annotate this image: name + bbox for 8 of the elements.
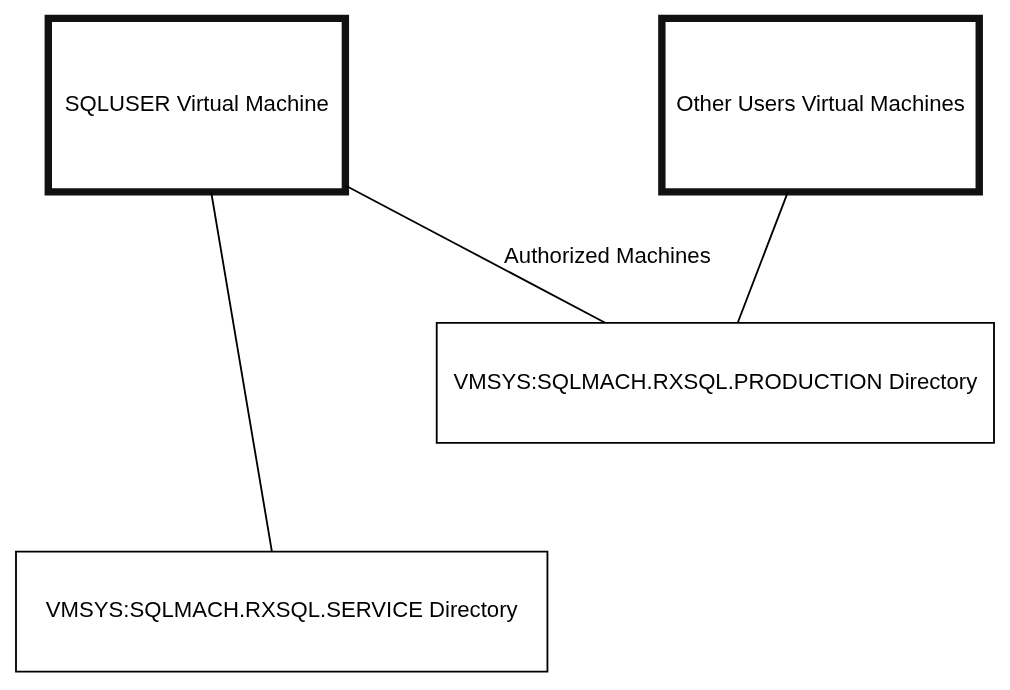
node-box: VMSYS:SQLMACH.RXSQL.PRODUCTION Directory <box>435 321 995 444</box>
node-box: Other Users Virtual Machines <box>658 14 983 196</box>
node-box: SQLUSER Virtual Machine <box>44 14 350 196</box>
connector <box>736 191 789 324</box>
edge-label: Authorized Machines <box>504 243 711 269</box>
connector <box>344 184 606 324</box>
connector <box>210 191 273 553</box>
node-box: VMSYS:SQLMACH.RXSQL.SERVICE Directory <box>15 550 549 673</box>
